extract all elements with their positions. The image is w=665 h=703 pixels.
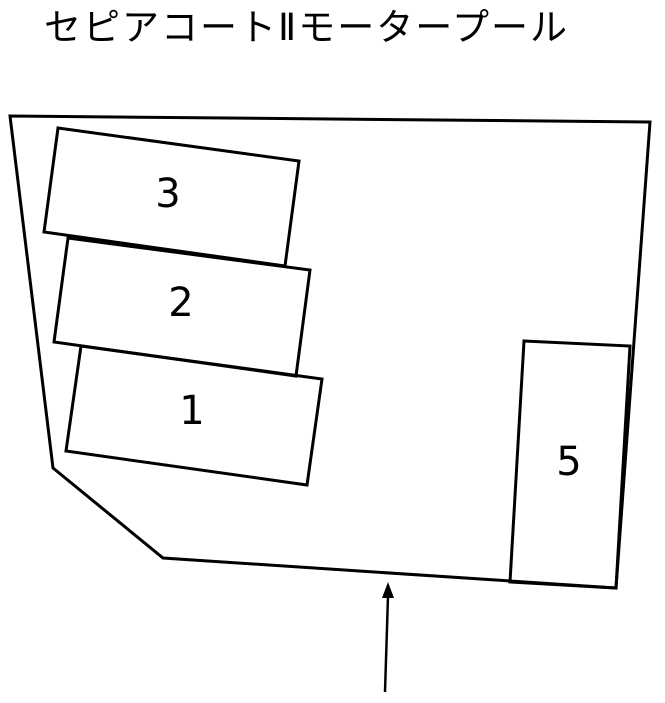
parking-slot-3[interactable]: 3: [42, 126, 301, 268]
entrance-arrow-icon: [382, 582, 394, 693]
parking-slot-1[interactable]: 1: [64, 344, 324, 487]
slot-5-outline: [508, 339, 632, 590]
slot-2-label: 2: [168, 280, 193, 326]
slot-1-label: 1: [179, 388, 204, 434]
entrance-arrow-head: [382, 582, 394, 598]
lot-boundary: [8, 114, 652, 590]
entrance-arrow-shaft: [383, 595, 390, 693]
slot-5-label: 5: [556, 439, 581, 485]
parking-slot-5[interactable]: 5: [508, 339, 632, 590]
slot-3-label: 3: [155, 171, 180, 217]
page-title: セピアコートⅡモータープール: [44, 6, 569, 49]
slot-1-outline: [64, 344, 324, 487]
parking-slot-2[interactable]: 2: [52, 236, 312, 378]
